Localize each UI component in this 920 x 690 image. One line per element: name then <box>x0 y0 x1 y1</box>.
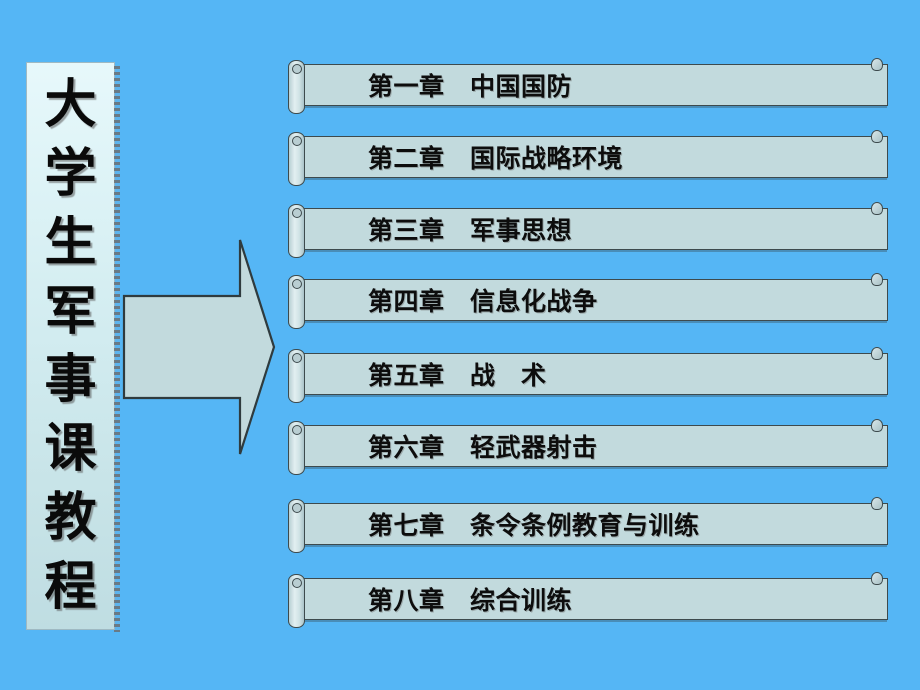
title-char-4: 军 <box>44 280 97 342</box>
chapter-label: 第八章 综合训练 <box>368 586 573 615</box>
scroll-curl-left-icon <box>288 349 305 403</box>
title-char-6: 课 <box>44 418 97 480</box>
scroll-curl-left-icon <box>288 132 305 186</box>
scroll-curl-left-icon <box>288 275 305 329</box>
title-char-8: 程 <box>44 556 97 617</box>
scroll-curl-left-icon <box>288 499 305 553</box>
scroll-curl-right-icon <box>871 347 883 360</box>
chapter-label: 第一章 中国国防 <box>368 72 573 101</box>
title-char-2: 学 <box>44 142 97 204</box>
chapter-label: 第四章 信息化战争 <box>368 287 598 316</box>
title-plaque-shadow <box>114 66 120 632</box>
scroll-curl-right-icon <box>871 273 883 286</box>
scroll-body <box>302 136 888 178</box>
chapter-label: 第三章 军事思想 <box>368 216 573 245</box>
scroll-curl-right-icon <box>871 130 883 143</box>
scroll-curl-left-icon <box>288 574 305 628</box>
title-char-3: 生 <box>44 211 97 273</box>
title-char-1: 大 <box>44 73 97 135</box>
scroll-curl-left-icon <box>288 421 305 475</box>
chapter-label: 第二章 国际战略环境 <box>368 144 624 173</box>
scroll-body <box>302 425 888 467</box>
scroll-curl-right-icon <box>871 572 883 585</box>
scroll-body <box>302 503 888 545</box>
title-char-7: 教 <box>44 487 97 549</box>
scroll-curl-right-icon <box>871 497 883 510</box>
scroll-body <box>302 279 888 321</box>
right-arrow-icon <box>122 239 276 455</box>
scroll-curl-right-icon <box>871 419 883 432</box>
scroll-body <box>302 64 888 106</box>
scroll-curl-right-icon <box>871 202 883 215</box>
title-plaque <box>26 62 115 630</box>
scroll-curl-right-icon <box>871 58 883 71</box>
scroll-curl-left-icon <box>288 60 305 114</box>
chapter-label: 第六章 轻武器射击 <box>368 433 598 462</box>
chapter-label: 第七章 条令条例教育与训练 <box>368 511 700 540</box>
page-title: 大 学 生 军 事 课 教 程 <box>26 62 115 630</box>
scroll-body <box>302 353 888 395</box>
scroll-curl-left-icon <box>288 204 305 258</box>
chapter-label: 第五章 战 术 <box>368 361 547 390</box>
title-char-5: 事 <box>44 349 97 411</box>
